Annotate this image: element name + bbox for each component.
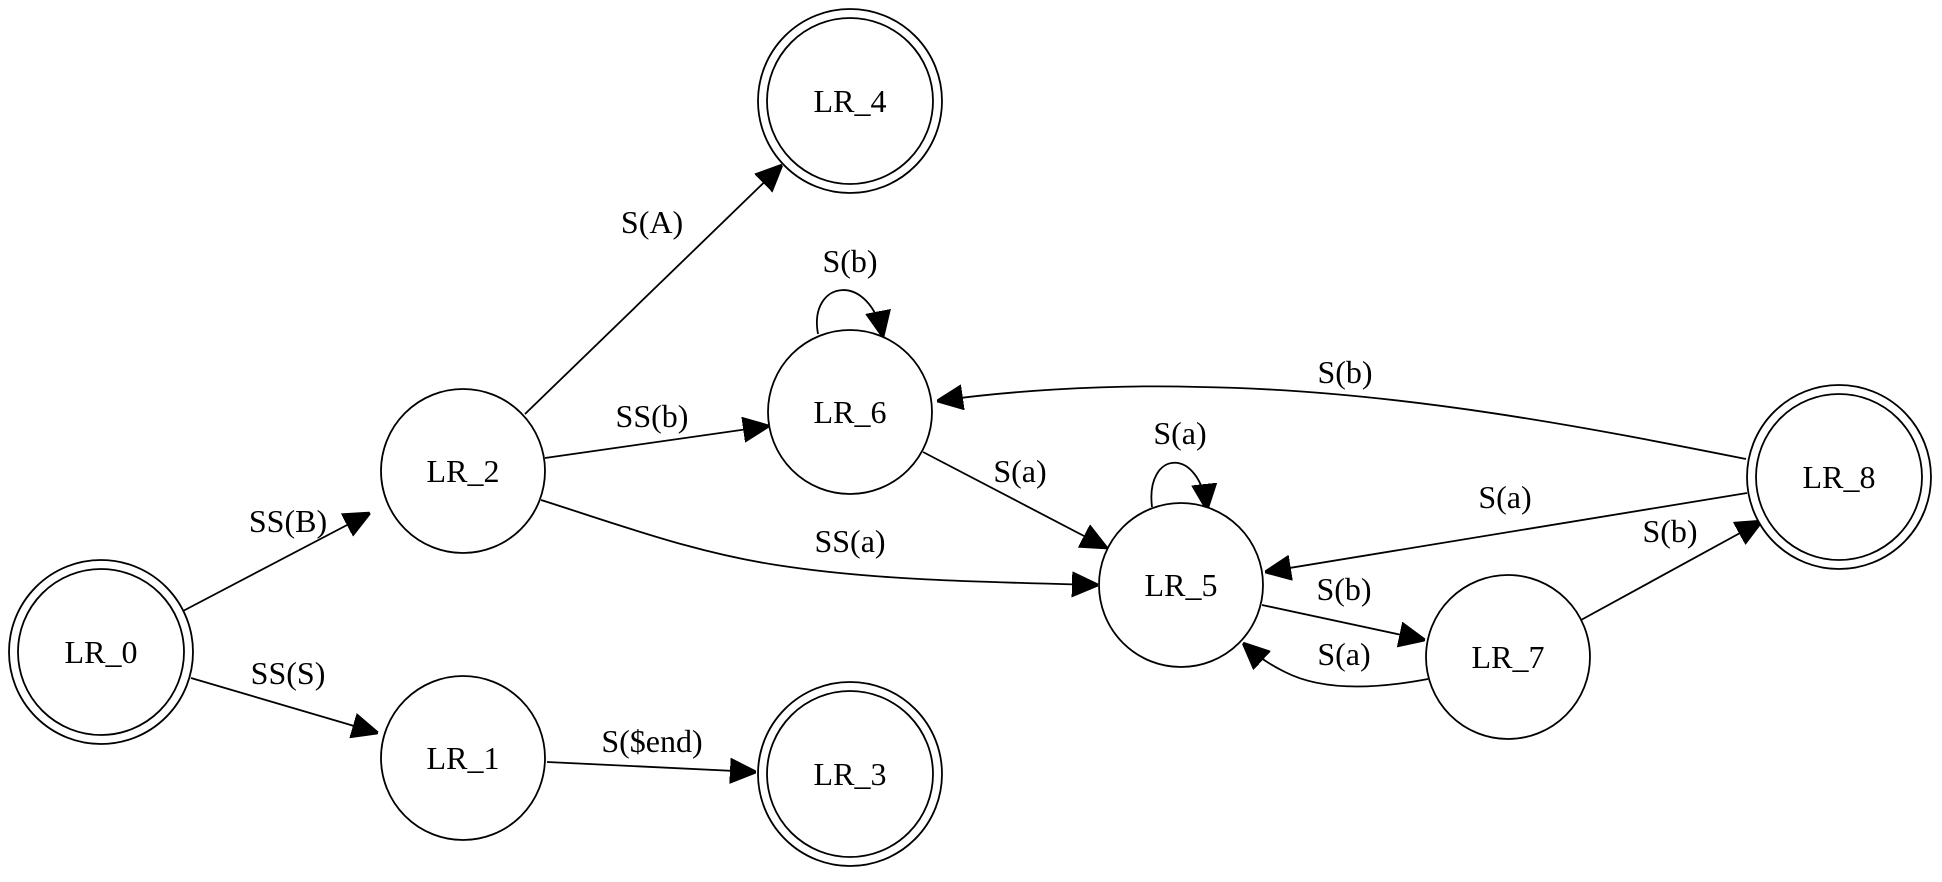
node-lr5: LR_5	[1098, 502, 1264, 668]
edge-label-lr5-loop: S(a)	[1153, 415, 1206, 451]
node-lr6: LR_6	[767, 329, 933, 495]
edge-lr1-to-lr3	[546, 762, 756, 772]
node-label-lr5: LR_5	[1145, 567, 1218, 603]
edge-lr5-to-lr7	[1261, 604, 1425, 640]
node-lr3: LR_3	[757, 681, 943, 867]
node-label-lr2: LR_2	[427, 453, 500, 489]
edge-lr5-loop	[1150, 461, 1207, 510]
edge-lr2-to-lr6	[544, 426, 769, 459]
edge-label-lr7-lr5: S(a)	[1317, 636, 1370, 672]
edge-label-lr8-lr5: S(a)	[1478, 479, 1531, 515]
edge-label-lr8-lr6: S(b)	[1317, 354, 1372, 390]
edge-label-lr2-lr4: S(A)	[621, 204, 683, 240]
edge-label-lr7-lr8: S(b)	[1642, 513, 1697, 549]
node-label-lr4: LR_4	[814, 83, 887, 119]
edge-label-lr5-lr7: S(b)	[1316, 571, 1371, 607]
edge-label-lr6-lr5: S(a)	[993, 453, 1046, 489]
edge-lr7-to-lr8	[1580, 521, 1762, 621]
edge-label-lr2-lr5: SS(a)	[814, 523, 885, 559]
edge-label-lr0-lr2: SS(B)	[249, 503, 327, 539]
edge-label-lr6-loop: S(b)	[822, 243, 877, 279]
edge-label-lr0-lr1: SS(S)	[251, 655, 326, 691]
edges	[182, 165, 1762, 772]
node-lr8: LR_8	[1746, 384, 1932, 570]
edge-label-lr1-lr3: S($end)	[601, 723, 702, 759]
node-lr0: LR_0	[8, 559, 194, 745]
edge-labels: SS(B) SS(S) S($end) S(A) SS(b) SS(a) S(b…	[249, 204, 1698, 759]
edge-lr2-to-lr5	[540, 499, 1098, 585]
node-label-lr6: LR_6	[814, 394, 887, 430]
node-label-lr8: LR_8	[1803, 459, 1876, 495]
node-label-lr1: LR_1	[427, 740, 500, 776]
node-label-lr0: LR_0	[65, 634, 138, 670]
edge-label-lr2-lr6: SS(b)	[616, 398, 689, 434]
edge-lr7-to-lr5	[1243, 643, 1429, 688]
edge-lr6-to-lr5	[922, 451, 1107, 548]
node-lr4: LR_4	[757, 8, 943, 194]
edge-lr8-to-lr6	[937, 386, 1747, 460]
edge-lr8-to-lr5	[1265, 492, 1748, 572]
node-lr1: LR_1	[380, 675, 546, 841]
edge-lr2-to-lr4	[524, 165, 782, 415]
node-label-lr3: LR_3	[814, 756, 887, 792]
edge-lr6-loop	[816, 289, 883, 337]
edge-lr0-to-lr1	[190, 677, 378, 733]
node-lr7: LR_7	[1425, 574, 1591, 740]
edge-lr0-to-lr2	[182, 513, 370, 612]
node-lr2: LR_2	[380, 388, 546, 554]
nodes: LR_0 LR_1 LR_2 LR_3 LR_4 LR_5	[8, 8, 1932, 867]
node-label-lr7: LR_7	[1472, 639, 1545, 675]
